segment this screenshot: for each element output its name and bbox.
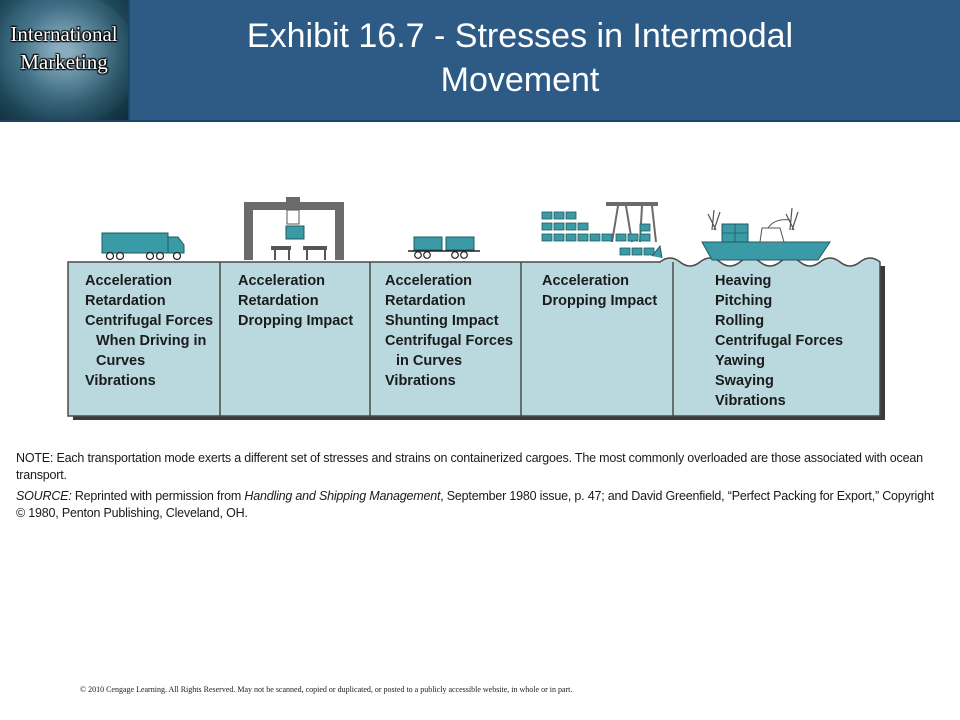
stress-item: Vibrations bbox=[385, 373, 456, 389]
source-publication: Handling and Shipping Management bbox=[244, 489, 441, 503]
source-post: , September 1980 issue, p. 47; and David… bbox=[16, 489, 934, 520]
note-paragraph: NOTE: Each transportation mode exerts a … bbox=[16, 450, 946, 484]
gantry-crane-icon bbox=[244, 197, 344, 260]
note-label: NOTE: bbox=[16, 451, 54, 465]
stress-item: Acceleration bbox=[85, 273, 172, 289]
stress-item: Curves bbox=[96, 353, 145, 369]
stress-item: Pitching bbox=[715, 293, 772, 309]
rail-car-icon bbox=[408, 236, 480, 259]
page-title: Exhibit 16.7 - Stresses in Intermodal Mo… bbox=[150, 14, 890, 102]
stress-item: Dropping Impact bbox=[542, 293, 657, 309]
stress-item: Acceleration bbox=[238, 273, 325, 289]
copyright-notice: © 2010 Cengage Learning. All Rights Rese… bbox=[80, 685, 573, 694]
stress-item: When Driving in bbox=[96, 333, 206, 349]
logo-text-line1: International bbox=[10, 22, 118, 46]
stress-item: Acceleration bbox=[542, 273, 629, 289]
stress-item: Yawing bbox=[715, 353, 765, 369]
truck-icon bbox=[101, 232, 185, 261]
stress-item: Centrifugal Forces bbox=[85, 313, 213, 329]
source-label: SOURCE: bbox=[16, 489, 72, 503]
stress-item: Heaving bbox=[715, 273, 771, 289]
port-terminal-icon bbox=[541, 202, 663, 259]
stress-item: Dropping Impact bbox=[238, 313, 353, 329]
source-paragraph: SOURCE: Reprinted with permission from H… bbox=[16, 488, 946, 522]
stress-item: Vibrations bbox=[85, 373, 156, 389]
stress-item: Vibrations bbox=[715, 393, 786, 409]
logo-text-line2: Marketing bbox=[20, 50, 108, 74]
globe-image bbox=[0, 0, 128, 120]
stress-item: Retardation bbox=[85, 293, 166, 309]
source-pre: Reprinted with permission from bbox=[71, 489, 245, 503]
stress-item: Centrifugal Forces bbox=[385, 333, 513, 349]
stress-item: in Curves bbox=[396, 353, 462, 369]
stress-item: Acceleration bbox=[385, 273, 472, 289]
notes-section: NOTE: Each transportation mode exerts a … bbox=[16, 450, 946, 526]
stress-item: Shunting Impact bbox=[385, 313, 499, 329]
stress-item: Centrifugal Forces bbox=[715, 333, 843, 349]
stress-item: Rolling bbox=[715, 313, 764, 329]
title-line2: Movement bbox=[440, 61, 600, 99]
container-ship-icon bbox=[701, 207, 831, 261]
stress-item: Retardation bbox=[385, 293, 466, 309]
title-line1: Exhibit 16.7 - Stresses in Intermodal bbox=[246, 17, 794, 55]
international-marketing-logo: International Marketing bbox=[0, 0, 130, 120]
stress-item: Swaying bbox=[715, 373, 774, 389]
note-text: Each transportation mode exerts a differ… bbox=[16, 451, 923, 482]
stress-panel bbox=[67, 257, 881, 417]
stress-item: Retardation bbox=[238, 293, 319, 309]
header-bar: International Marketing Exhibit 16.7 - S… bbox=[0, 0, 960, 122]
